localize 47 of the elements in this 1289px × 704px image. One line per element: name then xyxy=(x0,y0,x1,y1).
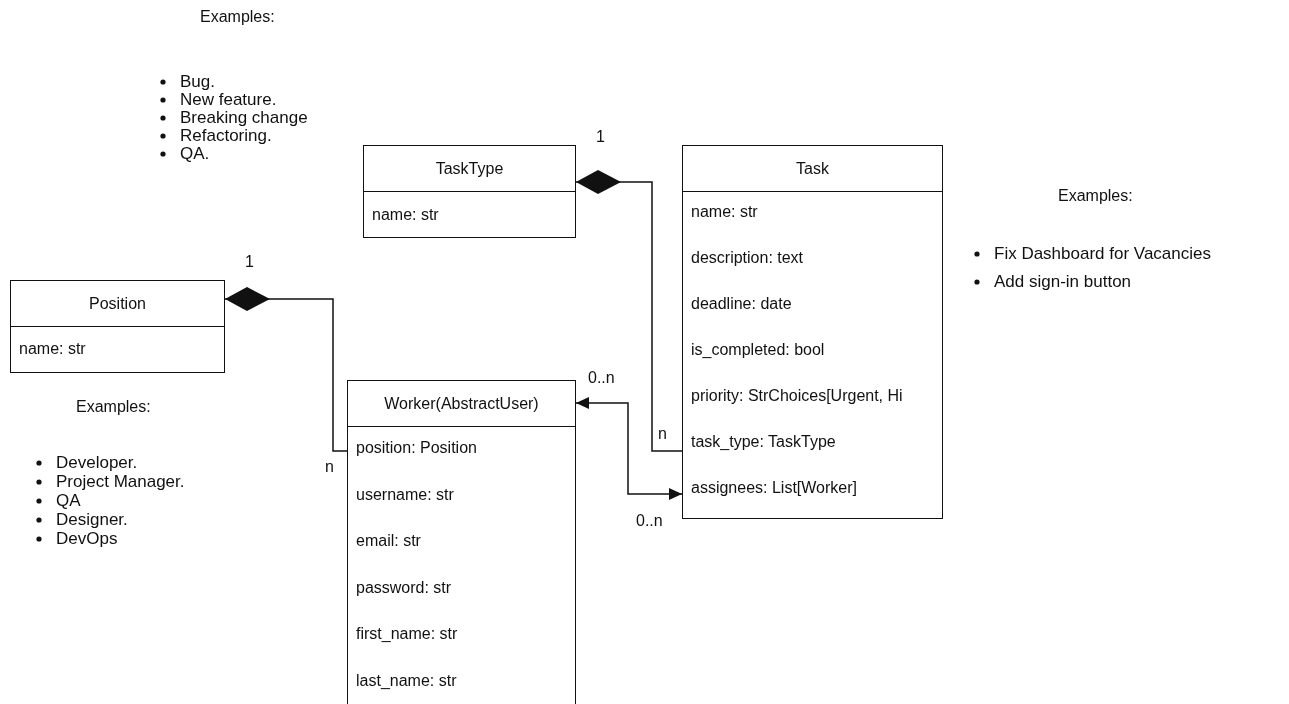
attribute-text: first_name: str xyxy=(356,625,458,643)
class-name: TaskType xyxy=(364,146,575,192)
attribute-text: username: str xyxy=(356,485,454,504)
attribute-text: name: str xyxy=(372,206,439,224)
list-item: Breaking change xyxy=(180,108,308,128)
list-item: Refactoring. xyxy=(180,126,272,146)
attribute-text: email: str xyxy=(356,532,421,550)
list-item: DevOps xyxy=(56,529,118,549)
attribute-text: is_completed: bool xyxy=(691,341,825,359)
list-item: Developer. xyxy=(56,453,138,473)
association-arrow xyxy=(575,397,683,500)
class-box xyxy=(363,145,576,238)
list-item: Add sign-in button xyxy=(994,272,1132,292)
list-item: Fix Dashboard for Vacancies xyxy=(994,244,1211,264)
list-item: QA. xyxy=(180,144,210,164)
multiplicity-label: n xyxy=(325,458,334,476)
attribute-text: deadline: date xyxy=(691,295,792,313)
attribute-text: password: str xyxy=(356,578,452,597)
class-box xyxy=(347,380,576,704)
multiplicity-label: 0..n xyxy=(636,512,663,530)
list-item: New feature. xyxy=(180,90,277,110)
attribute-text: assignees: List[Worker] xyxy=(691,479,857,497)
composition-line xyxy=(224,287,348,452)
attribute-text: position: Position xyxy=(356,439,477,457)
examples-heading: Examples: xyxy=(200,8,275,26)
attribute-text: description: text xyxy=(691,249,804,267)
class-name: Task xyxy=(683,146,942,192)
multiplicity-label: 0..n xyxy=(588,369,615,387)
class-box xyxy=(10,280,225,373)
attribute-text: last_name: str xyxy=(356,671,457,690)
class-box xyxy=(682,145,943,519)
attribute-text: priority: StrChoices[Urgent, Hi xyxy=(691,387,903,405)
examples-heading: Examples: xyxy=(1058,187,1133,205)
attribute-text: task_type: TaskType xyxy=(691,433,836,451)
list-item: Bug. xyxy=(180,72,215,92)
list-item: Project Manager. xyxy=(56,472,185,492)
multiplicity-label: n xyxy=(658,425,667,443)
attribute-text: name: str xyxy=(19,340,86,358)
composition-line xyxy=(575,170,683,452)
class-name: Position xyxy=(11,281,224,327)
attribute-text: name: str xyxy=(691,203,758,221)
multiplicity-label: 1 xyxy=(596,128,605,146)
list-item: Designer. xyxy=(56,510,128,530)
multiplicity-label: 1 xyxy=(245,253,254,271)
list-item: QA xyxy=(56,491,81,511)
examples-heading: Examples: xyxy=(76,398,151,416)
class-name: Worker(AbstractUser) xyxy=(348,381,575,427)
